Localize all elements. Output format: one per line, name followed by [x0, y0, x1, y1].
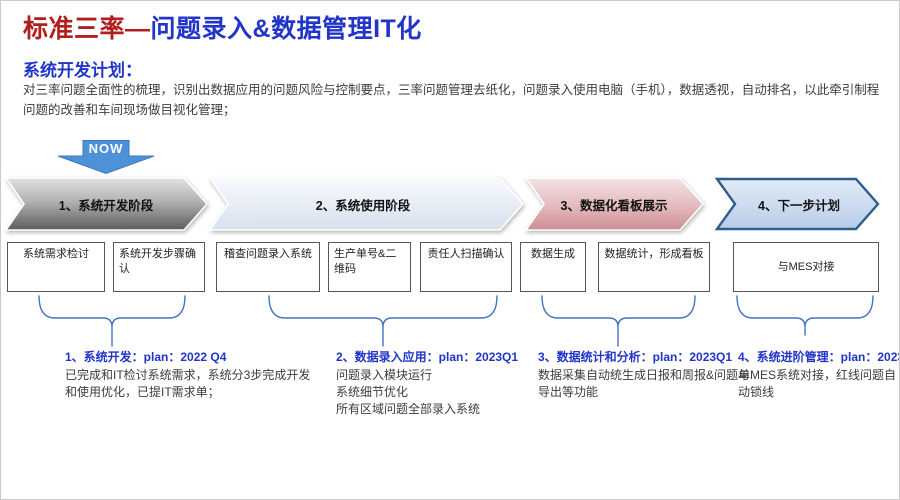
section-heading: 系统开发计划： — [23, 61, 142, 80]
now-label: NOW — [88, 141, 124, 156]
task-box-5: 责任人扫描确认 — [420, 242, 512, 292]
task-box-1: 系统需求检讨 — [7, 242, 105, 292]
plan-block-3: 3、数据统计和分析：plan：2023Q1 数据采集自动统生成日报和周报&问题单… — [538, 348, 756, 401]
stage-label-1: 1、系统开发阶段 — [58, 198, 154, 213]
plan-block-4: 4、系统进阶管理：plan：2023Q1 与MES系统对接，红线问题自动锁线 — [738, 348, 899, 401]
plan-body-3: 数据采集自动统生成日报和周报&问题单导出等功能 — [538, 368, 751, 399]
task-box-4: 生产单号&二维码 — [328, 242, 411, 292]
stage-label-3: 3、数据化看板展示 — [560, 198, 668, 213]
title-suffix: 问题录入&数据管理IT化 — [150, 15, 422, 43]
task-box-6: 数据生成 — [520, 242, 586, 292]
plan-body-1: 已完成和IT检讨系统需求，系统分3步完成开发和使用优化，已提IT需求单； — [65, 368, 311, 399]
stage-chevron-1 — [4, 177, 209, 231]
page-title: 标准三率—问题录入&数据管理IT化 — [23, 9, 422, 45]
plan-heading-1: 1、系统开发：plan：2022 Q4 — [65, 350, 227, 364]
task-box-2: 系统开发步骤确认 — [113, 242, 205, 292]
brace-1 — [38, 295, 186, 347]
plan-body-4: 与MES系统对接，红线问题自动锁线 — [738, 368, 897, 399]
plan-block-2: 2、数据录入应用：plan：2023Q1 问题录入模块运行 系统细节优化 所有区… — [336, 348, 551, 417]
intro-paragraph: 对三率问题全面性的梳理，识别出数据应用的问题风险与控制要点，三率问题管理去纸化，… — [23, 83, 880, 117]
task-box-7: 数据统计，形成看板 — [598, 242, 710, 292]
brace-3 — [541, 295, 696, 347]
stage-chevron-3 — [524, 177, 705, 231]
brace-2 — [268, 295, 498, 347]
plan-heading-4: 4、系统进阶管理：plan：2023Q1 — [738, 350, 899, 364]
stage-label-2: 2、系统使用阶段 — [315, 198, 411, 213]
plan-block-1: 1、系统开发：plan：2022 Q4 已完成和IT检讨系统需求，系统分3步完成… — [65, 348, 317, 401]
brace-4 — [736, 295, 874, 336]
task-box-8: 与MES对接 — [733, 242, 879, 292]
stage-chevron-2 — [208, 177, 525, 231]
plan-heading-2: 2、数据录入应用：plan：2023Q1 — [336, 350, 519, 364]
task-box-3: 稽查问题录入系统 — [216, 242, 320, 292]
stage-chevron-4 — [714, 177, 880, 231]
now-arrow-icon — [57, 140, 155, 175]
stage-label-4: 4、下一步计划 — [758, 198, 840, 213]
plan-body-2: 问题录入模块运行 系统细节优化 所有区域问题全部录入系统 — [336, 368, 481, 416]
plan-heading-3: 3、数据统计和分析：plan：2023Q1 — [538, 350, 733, 364]
title-prefix: 标准三率— — [23, 15, 151, 43]
